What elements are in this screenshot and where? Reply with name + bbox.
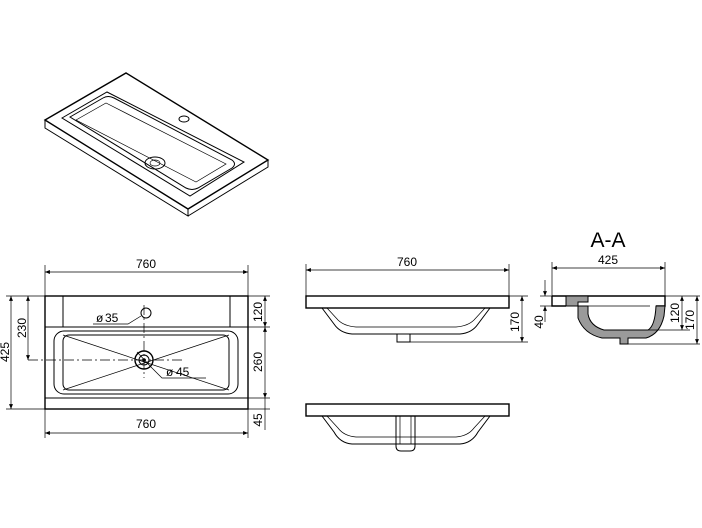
plan-view: ø 35 ø 45 760 760 425 230 120 260 45 (0, 257, 270, 438)
section-rim-height-label: 40 (532, 315, 546, 329)
tap-hole-circle (140, 307, 152, 319)
bottom-view (305, 403, 510, 452)
plan-bowl-depth-label: 260 (251, 352, 265, 372)
front-width-label: 760 (397, 255, 417, 269)
section-title: A-A (590, 229, 625, 252)
section-deck-height-label: 120 (668, 303, 682, 323)
front-height-label: 170 (508, 312, 522, 332)
section-width-label: 425 (598, 253, 618, 267)
drain-diameter-symbol: ø (166, 365, 174, 379)
front-view: 760 170 (305, 255, 528, 343)
plan-hole-offset-label: 230 (15, 318, 29, 338)
plan-width-bottom-label: 760 (136, 417, 156, 431)
plan-width-top-label: 760 (136, 257, 156, 271)
plan-front-depth-label: 45 (251, 413, 265, 427)
isometric-view (43, 72, 270, 217)
section-total-height-label: 170 (683, 310, 697, 330)
drain-diameter-label: 45 (176, 365, 190, 379)
section-a-a: A-A 425 40 120 170 (532, 229, 700, 345)
plan-depth-total-label: 425 (0, 342, 12, 362)
plan-deck-depth-label: 120 (251, 302, 265, 322)
drain-hole-circle (134, 350, 154, 370)
tap-hole-diameter-label: 35 (105, 311, 119, 325)
tap-hole-diameter-symbol: ø (96, 311, 104, 325)
